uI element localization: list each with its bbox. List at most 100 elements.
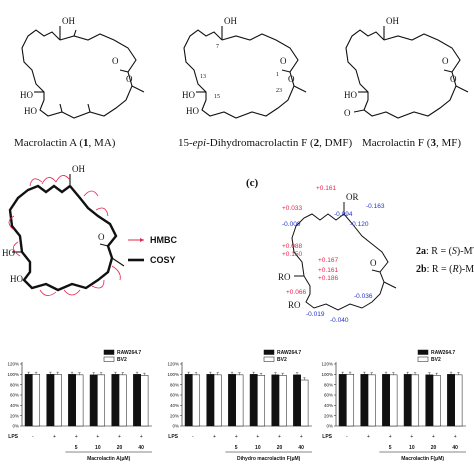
o-label-1: O bbox=[112, 56, 119, 66]
ho-label-2b: HO bbox=[186, 106, 199, 116]
lps-row-value: + bbox=[454, 434, 457, 440]
oh-label-1: OH bbox=[62, 16, 75, 26]
legend-swatch-0 bbox=[417, 349, 429, 355]
o-ketone-label-3: O bbox=[344, 108, 351, 118]
lps-row-value: + bbox=[256, 434, 259, 440]
bar-raw264-7 bbox=[228, 374, 236, 427]
lps-row-value: + bbox=[213, 434, 216, 440]
lps-row-label: LPS bbox=[168, 434, 178, 440]
lps-row-value: + bbox=[140, 434, 143, 440]
bar-chart-dihydromacrolactin-f-svg: RAW264.7BV20%20%40%60%80%100%120%LPS-+++… bbox=[167, 349, 312, 462]
legend-hmbc-label: HMBC bbox=[150, 235, 177, 245]
ho-label-b2: HO bbox=[10, 274, 23, 284]
legend-label-0: RAW264.7 bbox=[117, 350, 141, 356]
delta-negative-5: -0.036 bbox=[354, 293, 373, 300]
legend-swatch-1 bbox=[103, 356, 115, 362]
legend-label-1: BV2 bbox=[431, 357, 441, 363]
lps-row-value: + bbox=[278, 434, 281, 440]
lps-row-label: LPS bbox=[8, 434, 18, 440]
bar-bv2 bbox=[300, 379, 309, 427]
delta-positive-5: +0.167 bbox=[318, 257, 338, 264]
concentration-value: 5 bbox=[75, 445, 78, 451]
lps-row-value: - bbox=[346, 434, 348, 440]
bar-raw264-7 bbox=[271, 374, 280, 427]
lps-row-value: + bbox=[300, 434, 303, 440]
ho-label-3: HO bbox=[344, 90, 357, 100]
delta-negative-4: -0.009 bbox=[282, 221, 301, 228]
y-tick-label: 100% bbox=[321, 372, 333, 377]
y-tick-label: 20% bbox=[10, 413, 19, 418]
structure-dihydromacrolactin-f bbox=[183, 26, 307, 119]
legend-swatch-0 bbox=[263, 349, 275, 355]
bar-raw264-7 bbox=[425, 374, 434, 427]
y-tick-label: 40% bbox=[10, 403, 19, 408]
lps-row-value: + bbox=[389, 434, 392, 440]
legend-swatch-1 bbox=[417, 356, 429, 362]
or-label: OR bbox=[346, 192, 359, 202]
y-tick-label: 120% bbox=[7, 362, 19, 367]
bar-raw264-7 bbox=[293, 374, 301, 427]
bar-bv2 bbox=[235, 374, 244, 427]
y-tick-label: 0% bbox=[12, 424, 19, 429]
concentration-value: 40 bbox=[138, 445, 144, 451]
bar-bv2 bbox=[346, 374, 355, 427]
c13-label: 13 bbox=[200, 74, 206, 80]
oh-label-b: OH bbox=[72, 164, 85, 174]
concentration-value: 10 bbox=[409, 445, 415, 451]
lps-row-value: + bbox=[118, 434, 121, 440]
delta-positive-4: +0.150 bbox=[282, 251, 302, 258]
bar-raw264-7 bbox=[68, 374, 76, 427]
lps-row-value: + bbox=[235, 434, 238, 440]
caption-compound-1: Macrolactin A (1, MA) bbox=[14, 137, 116, 149]
legend-cosy-label: COSY bbox=[150, 255, 176, 265]
bar-raw264-7 bbox=[89, 374, 98, 427]
c23-label: 23 bbox=[276, 88, 282, 94]
delta-values-negative: -0.094 -0.163 -0.120 -0.009 -0.036 -0.01… bbox=[282, 203, 385, 324]
bar-raw264-7 bbox=[382, 374, 390, 427]
bar-bv2 bbox=[432, 375, 441, 427]
y-tick-label: 40% bbox=[324, 403, 333, 408]
bar-bv2 bbox=[53, 374, 62, 427]
bar-bv2 bbox=[192, 374, 201, 427]
concentration-value: 20 bbox=[117, 445, 123, 451]
y-tick-label: 120% bbox=[321, 362, 333, 367]
o-label-3: O bbox=[442, 56, 449, 66]
delta-negative-2: -0.163 bbox=[366, 203, 385, 210]
o-label-c: O bbox=[370, 258, 377, 268]
bar-raw264-7 bbox=[338, 374, 347, 427]
y-tick-label: 120% bbox=[167, 362, 179, 367]
structure-macrolactin-f bbox=[345, 26, 469, 119]
concentration-value: 20 bbox=[431, 445, 437, 451]
lps-row-value: + bbox=[432, 434, 435, 440]
delta-positive-8: +0.066 bbox=[286, 289, 306, 296]
ro-label-2: RO bbox=[288, 300, 301, 310]
bar-bv2 bbox=[257, 375, 266, 427]
o-label-2: O bbox=[280, 56, 287, 66]
bar-raw264-7 bbox=[447, 374, 455, 427]
bar-raw264-7 bbox=[360, 374, 369, 427]
concentration-value: 5 bbox=[235, 445, 238, 451]
legend-label-0: RAW264.7 bbox=[431, 350, 455, 356]
oh-label-3: OH bbox=[386, 16, 399, 26]
lps-row-value: + bbox=[367, 434, 370, 440]
bar-raw264-7 bbox=[46, 374, 55, 427]
mtpa-2b-label: 2b: R = (R)-MTPA bbox=[416, 264, 474, 275]
hmbc-cosy-legend: HMBC COSY bbox=[128, 235, 177, 265]
y-tick-label: 0% bbox=[172, 424, 179, 429]
bar-bv2 bbox=[118, 374, 127, 427]
lps-row-label: LPS bbox=[322, 434, 332, 440]
bar-bv2 bbox=[32, 374, 41, 427]
bar-bv2 bbox=[411, 374, 420, 427]
y-tick-label: 80% bbox=[10, 382, 19, 387]
delta-positive-7: +0.186 bbox=[318, 275, 338, 282]
bar-raw264-7 bbox=[133, 374, 141, 427]
ho-label-1a: HO bbox=[20, 90, 33, 100]
bar-raw264-7 bbox=[206, 374, 215, 427]
hmbc-cosy-structure bbox=[8, 174, 125, 296]
delta-negative-3: -0.120 bbox=[350, 221, 369, 228]
y-tick-label: 20% bbox=[324, 413, 333, 418]
legend-label-1: BV2 bbox=[117, 357, 127, 363]
lps-row-value: + bbox=[410, 434, 413, 440]
